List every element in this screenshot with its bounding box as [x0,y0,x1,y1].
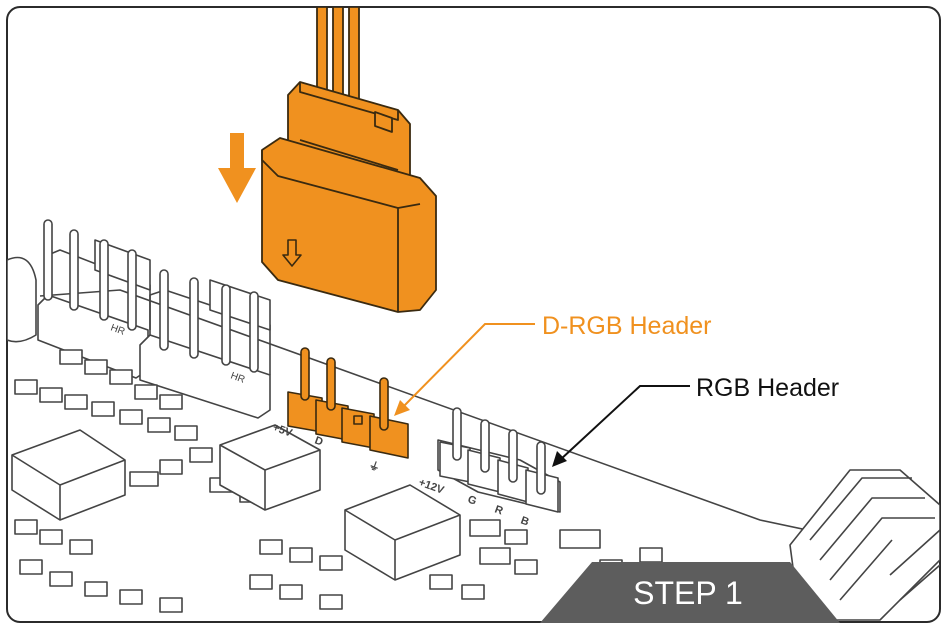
drgb-pin-label-d: D [313,435,325,449]
fan2-label: HR [229,370,246,385]
rgb-pin-label-b: B [519,515,531,529]
rgb-header-4pin [437,407,561,513]
rgb-pins [452,407,546,495]
rgb-pin-label-g: G [466,494,478,508]
chip-left [11,429,126,521]
capacitor [7,256,37,343]
fan-header-1: HR [37,219,151,379]
rgb-header-label: RGB Header [696,374,839,402]
fan-header-2: HR [139,269,271,419]
smd-cluster-left [14,349,263,613]
heatsink-right [789,469,940,621]
down-arrow-icon [218,133,256,203]
drgb-connector-plug [261,7,437,313]
down-arrow-outline-icon [282,239,302,267]
drgb-header-label: D-RGB Header [542,312,712,340]
step-banner: STEP 1 [540,562,840,623]
drgb-header-4pin [287,347,409,459]
chip-lower [344,484,461,581]
drgb-pin-label-gnd: ⏚ [367,459,382,475]
step-label: STEP 1 [633,575,743,611]
drgb-callout: D-RGB Header [394,312,712,416]
rgb-pin-label-r: R [493,504,505,518]
fan1-label: HR [109,322,126,337]
rgb-callout: RGB Header [552,374,839,467]
